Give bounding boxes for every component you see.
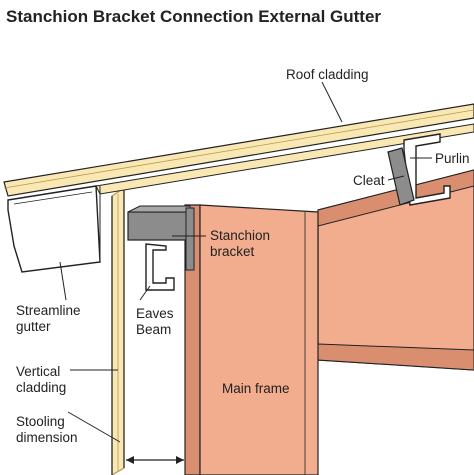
label-roof-cladding: Roof cladding	[286, 67, 369, 82]
label-purlin: Purlin	[435, 151, 470, 166]
label-stanchion-bracket-line1: Stanchion	[210, 228, 271, 243]
stanchion-bracket	[127, 205, 195, 271]
leader-lines	[59, 81, 432, 443]
label-main-frame: Main frame	[222, 381, 290, 396]
vertical-cladding	[111, 186, 125, 475]
main-frame-column	[184, 204, 319, 475]
label-stooling-dimension-line1: Stooling	[16, 414, 65, 429]
label-streamline-gutter-line2: gutter	[16, 319, 51, 334]
label-cleat: Cleat	[353, 173, 385, 188]
label-vertical-cladding-line1: Vertical	[16, 364, 61, 379]
streamline-gutter	[7, 185, 101, 273]
label-eaves-beam-line2: Beam	[136, 322, 172, 337]
rafter-beam	[317, 169, 474, 371]
label-stanchion-bracket-line2: bracket	[210, 244, 255, 259]
label-eaves-beam-line1: Eaves	[136, 306, 174, 321]
stooling-dimension-arrow	[126, 456, 184, 464]
label-vertical-cladding-line2: cladding	[16, 380, 67, 395]
label-streamline-gutter-line1: Streamline	[16, 303, 81, 318]
roof-cladding	[3, 103, 474, 197]
diagram-title: Stanchion Bracket Connection External Gu…	[6, 7, 382, 26]
label-stooling-dimension-line2: dimension	[16, 430, 78, 445]
eaves-beam	[145, 243, 175, 291]
